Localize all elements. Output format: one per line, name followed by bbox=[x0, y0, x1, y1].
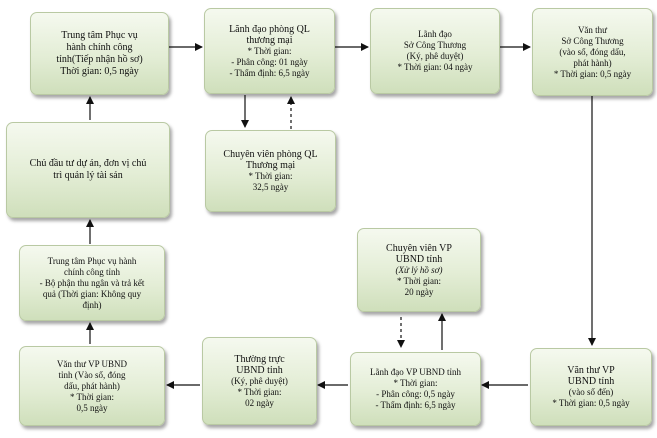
box-line: chính công tỉnh bbox=[64, 266, 120, 277]
box-line: - Phân công: 0,5 ngày bbox=[376, 389, 455, 399]
box-line: UBND tỉnh bbox=[395, 253, 443, 265]
box-chuyen-vien-phong-ql: Chuyên viên phòng QL Thương mại * Thời g… bbox=[205, 130, 336, 212]
box-line: * Thời gian: bbox=[247, 45, 292, 56]
box-lanh-dao-phong-ql: Lãnh đạo phòng QL thương mại * Thời gian… bbox=[204, 8, 335, 94]
box-van-thu-vp-ubnd-vao-so: Văn thư VP UBND tỉnh (vào sổ đến) * Thời… bbox=[530, 348, 652, 426]
box-line: Văn thư bbox=[577, 24, 608, 35]
box-line: - Bộ phận thu ngân và trả kết bbox=[39, 277, 145, 288]
box-chu-dau-tu: Chủ đầu tư dự án, đơn vị chủ trì quản lý… bbox=[6, 122, 170, 218]
box-line: UBND tỉnh bbox=[567, 376, 615, 387]
box-line: Lãnh đạo bbox=[418, 29, 452, 39]
box-line: Thương mại bbox=[245, 160, 296, 171]
box-line: (Xử lý hồ sơ) bbox=[395, 264, 443, 275]
box-line: Văn thư VP UBND bbox=[56, 358, 128, 369]
box-lanh-dao-so-cong-thuong: Lãnh đạo Sở Công Thương (Ký, phê duyệt) … bbox=[370, 8, 500, 94]
box-van-thu-so-cong-thuong: Văn thư Sở Công Thương (vào sổ, đóng dấu… bbox=[532, 8, 653, 96]
box-line: (vào sổ, đóng dấu, bbox=[559, 46, 626, 57]
box-line: Chủ đầu tư dự án, đơn vị chủ bbox=[29, 158, 147, 169]
box-line: UBND tỉnh bbox=[236, 364, 283, 376]
box-line: (Ký, phê duyệt) bbox=[231, 375, 288, 386]
box-line: Chuyên viên VP bbox=[386, 242, 452, 254]
box-line: Sở Công Thương bbox=[561, 35, 624, 46]
box-line: quả (Thời gian: Không quy bbox=[42, 288, 142, 299]
box-line: thương mại bbox=[246, 34, 293, 46]
box-line: Trung tâm Phục vụ hành bbox=[47, 255, 137, 266]
box-line: * Thời gian: 0,5 ngày bbox=[552, 398, 630, 408]
box-line: (vào sổ đến) bbox=[568, 387, 614, 397]
box-line: Trung tâm Phục vụ bbox=[61, 29, 138, 41]
box-thuong-truc-ubnd: Thường trực UBND tỉnh (Ký, phê duyệt) * … bbox=[202, 337, 317, 425]
box-line: * Thời gian: bbox=[396, 275, 442, 286]
box-line: 20 ngày bbox=[404, 286, 434, 297]
box-line: Chuyên viên phòng QL bbox=[223, 149, 318, 160]
box-line: * Thời gian: bbox=[248, 171, 293, 181]
box-line: Sở Công Thương bbox=[403, 40, 467, 50]
box-trung-tam-phuc-vu-tiep-nhan: Trung tâm Phục vụ hành chính công tỉnh(T… bbox=[30, 12, 169, 95]
box-line: - Phân công: 01 ngày bbox=[231, 56, 308, 67]
box-line: dấu, phát hành) bbox=[64, 380, 120, 391]
box-van-thu-vp-ubnd-phat-hanh: Văn thư VP UBND tỉnh (Vào sổ, đóng dấu, … bbox=[19, 346, 165, 426]
box-line: 32,5 ngày bbox=[252, 182, 289, 192]
box-line: * Thời gian: bbox=[237, 386, 282, 397]
box-line: (Ký, phê duyệt) bbox=[406, 51, 464, 61]
box-line: Lãnh đạo phòng QL bbox=[229, 23, 310, 35]
box-line: Thường trực bbox=[234, 353, 285, 365]
box-line: định) bbox=[82, 299, 102, 310]
box-line: - Thẩm định: 6,5 ngày bbox=[229, 67, 310, 78]
box-trung-tam-phuc-vu-tra-ket-qua: Trung tâm Phục vụ hành chính công tỉnh -… bbox=[19, 245, 165, 321]
box-line: 02 ngày bbox=[245, 397, 274, 408]
box-line: * Thời gian: 0,5 ngày bbox=[553, 68, 632, 79]
box-line: hành chính công bbox=[66, 41, 133, 53]
box-chuyen-vien-vp-ubnd: Chuyên viên VP UBND tỉnh (Xử lý hồ sơ) *… bbox=[357, 228, 481, 312]
box-line: * Thời gian: 04 ngày bbox=[397, 62, 473, 72]
box-line: trì quản lý tài sản bbox=[53, 170, 123, 181]
box-line: tỉnh (Vào sổ, đóng bbox=[58, 369, 126, 380]
box-line: Văn thư VP bbox=[567, 365, 615, 376]
box-line: 0,5 ngày bbox=[76, 402, 108, 413]
box-lanh-dao-vp-ubnd: Lãnh đạo VP UBND tỉnh * Thời gian: - Phâ… bbox=[350, 352, 481, 426]
box-line: Thời gian: 0,5 ngày bbox=[60, 65, 139, 77]
box-line: tỉnh(Tiếp nhận hồ sơ) bbox=[56, 53, 143, 65]
box-line: * Thời gian: bbox=[393, 378, 438, 388]
box-line: phát hành) bbox=[573, 57, 612, 68]
box-line: Lãnh đạo VP UBND tỉnh bbox=[370, 367, 461, 377]
box-line: * Thời gian: bbox=[69, 391, 115, 402]
box-line: - Thẩm định: 6,5 ngày bbox=[375, 400, 456, 410]
